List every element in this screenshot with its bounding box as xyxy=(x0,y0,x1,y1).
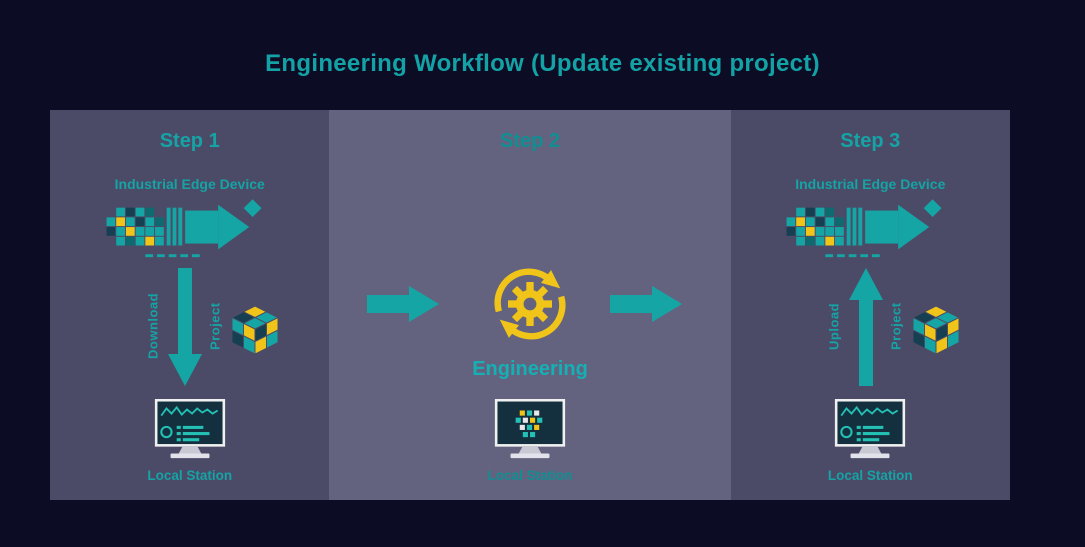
workflow-panels: Step 1 Industrial Edge Device Download P… xyxy=(50,110,1011,500)
engineering-sync-gear-icon xyxy=(486,260,574,348)
local-station-icon xyxy=(489,399,571,463)
upload-arrow-icon xyxy=(849,268,883,386)
project-label: Project xyxy=(888,302,904,350)
project-cube-icon xyxy=(913,306,959,356)
step-3-header: Step 3 xyxy=(840,130,901,152)
upload-label: Upload xyxy=(826,302,842,350)
local-station-label: Local Station xyxy=(827,468,913,483)
step-1-header: Step 1 xyxy=(159,130,220,152)
project-label: Project xyxy=(207,302,223,350)
engineering-label: Engineering xyxy=(472,358,588,380)
device-label: Industrial Edge Device xyxy=(114,176,265,192)
download-label: Download xyxy=(145,292,161,360)
step-2-panel: Step 2 Engineering Local Station xyxy=(329,110,731,500)
step-1-panel: Step 1 Industrial Edge Device Download P… xyxy=(50,110,330,500)
flow-arrow-out-icon xyxy=(610,286,682,322)
local-station-icon xyxy=(829,399,911,463)
local-station-icon xyxy=(149,399,231,463)
local-station-label: Local Station xyxy=(147,468,233,483)
step-2-header: Step 2 xyxy=(499,130,561,152)
device-label: Industrial Edge Device xyxy=(795,176,946,192)
local-station-label: Local Station xyxy=(487,468,573,483)
download-arrow-icon xyxy=(168,268,202,386)
flow-arrow-in-icon xyxy=(367,286,439,322)
page-title: Engineering Workflow (Update existing pr… xyxy=(265,50,820,77)
industrial-edge-device-icon xyxy=(106,196,274,262)
industrial-edge-device-icon xyxy=(786,196,954,262)
project-cube-icon xyxy=(232,306,278,356)
step-3-panel: Step 3 Industrial Edge Device Upload Pro… xyxy=(730,110,1011,500)
